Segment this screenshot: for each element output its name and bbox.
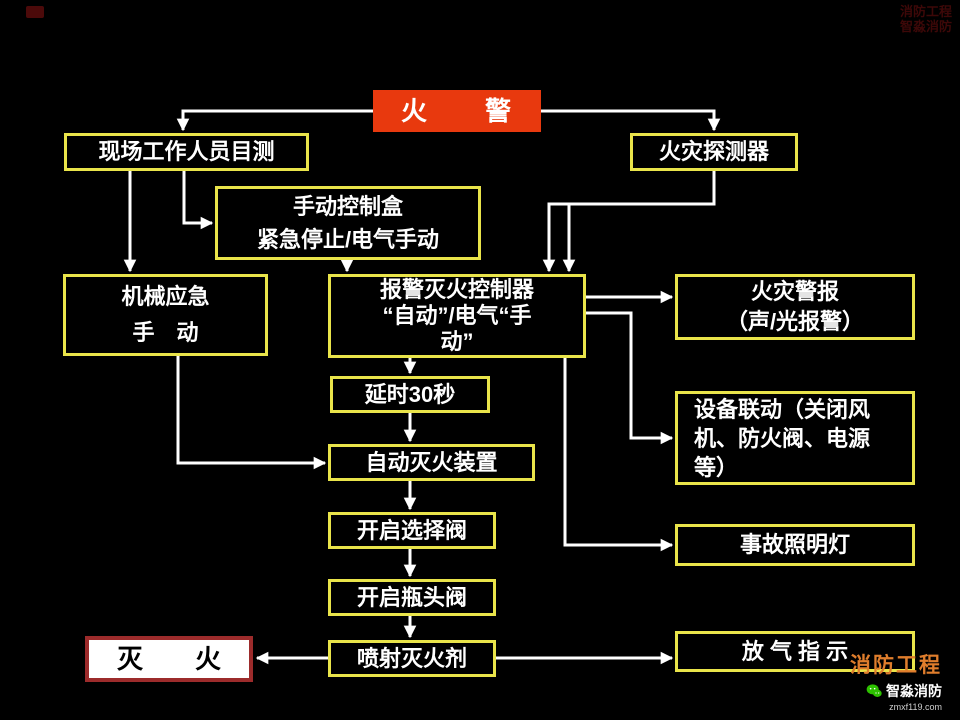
fire-warning-line2: （声/光报警） xyxy=(725,309,865,334)
node-spray-agent: 喷射灭火剂 xyxy=(328,640,496,677)
alarm-controller-line1: 报警灭火控制器 xyxy=(379,277,534,302)
alarm-controller-line3: 动” xyxy=(440,329,474,354)
alarm-controller-line2: “自动”/电气“手 xyxy=(382,303,532,328)
arrow-visual-to-manualbox xyxy=(182,171,214,230)
accident-light-label: 事故照明灯 xyxy=(739,532,850,557)
node-extinguish-label: 灭 火 xyxy=(116,644,221,674)
corner-watermark: 消防工程 智淼消防 xyxy=(900,4,952,34)
node-visual-check-label: 现场工作人员目测 xyxy=(98,139,275,164)
node-fire-alarm: 火 警 xyxy=(373,90,541,132)
node-fire-alarm-label: 火 警 xyxy=(400,96,513,126)
equipment-linkage-label: 设备联动（关闭风机、防火阀、电源等） xyxy=(694,396,871,480)
mechanical-manual-line2: 手 动 xyxy=(132,320,199,345)
arrow-controller-to-accidentlight xyxy=(563,358,674,552)
node-accident-light: 事故照明灯 xyxy=(675,524,915,566)
node-manual-control-box: 手动控制盒 紧急停止/电气手动 xyxy=(215,186,481,260)
corner-watermark-line1: 消防工程 xyxy=(899,4,952,19)
gas-release-label: 放 气 指 示 xyxy=(741,638,849,664)
fire-warning-line1: 火灾警报 xyxy=(750,279,839,304)
node-fire-detector-label: 火灾探测器 xyxy=(658,139,769,164)
node-delay-30s: 延时30秒 xyxy=(330,376,490,413)
arrow-controller-to-linkage xyxy=(586,311,674,445)
corner-watermark-line2: 智淼消防 xyxy=(899,19,952,34)
arrow-firealarm-to-detector xyxy=(541,109,721,132)
bottle-valve-label: 开启瓶头阀 xyxy=(356,584,467,610)
node-bottle-valve: 开启瓶头阀 xyxy=(328,579,496,616)
spray-agent-label: 喷射灭火剂 xyxy=(356,645,467,671)
watermark-brand: 消防工程 xyxy=(850,654,942,677)
node-fire-detector: 火灾探测器 xyxy=(630,133,798,171)
manual-control-box-line2: 紧急停止/电气手动 xyxy=(256,227,440,252)
node-mechanical-manual: 机械应急 手 动 xyxy=(63,274,268,356)
wechat-icon xyxy=(866,684,882,697)
delay-30s-label: 延时30秒 xyxy=(364,381,456,407)
arrow-detector-to-controller xyxy=(542,171,716,273)
arrow-mechanical-to-autodevice xyxy=(176,356,327,470)
watermark-wechat-row: 智淼消防 xyxy=(850,681,942,701)
manual-control-box-line1: 手动控制盒 xyxy=(292,194,403,219)
mechanical-manual-line1: 机械应急 xyxy=(121,284,210,309)
node-auto-extinguisher: 自动灭火装置 xyxy=(328,444,535,481)
node-equipment-linkage: 设备联动（关闭风机、防火阀、电源等） xyxy=(675,391,915,485)
watermark-wechat-name: 智淼消防 xyxy=(886,683,942,699)
corner-red-mark xyxy=(26,6,44,18)
node-visual-check: 现场工作人员目测 xyxy=(64,133,309,171)
node-gas-release-indicator: 放 气 指 示 xyxy=(675,631,915,672)
node-selector-valve: 开启选择阀 xyxy=(328,512,496,549)
watermark-block: 消防工程 智淼消防 zmxf119.com xyxy=(850,649,942,712)
node-extinguish: 灭 火 xyxy=(85,636,253,682)
node-alarm-controller: 报警灭火控制器 “自动”/电气“手 动” xyxy=(328,274,586,358)
arrow-firealarm-to-visual xyxy=(176,109,373,132)
node-fire-warning: 火灾警报 （声/光报警） xyxy=(675,274,915,340)
watermark-url: zmxf119.com xyxy=(889,702,942,712)
auto-extinguisher-label: 自动灭火装置 xyxy=(365,449,498,475)
selector-valve-label: 开启选择阀 xyxy=(356,517,467,543)
